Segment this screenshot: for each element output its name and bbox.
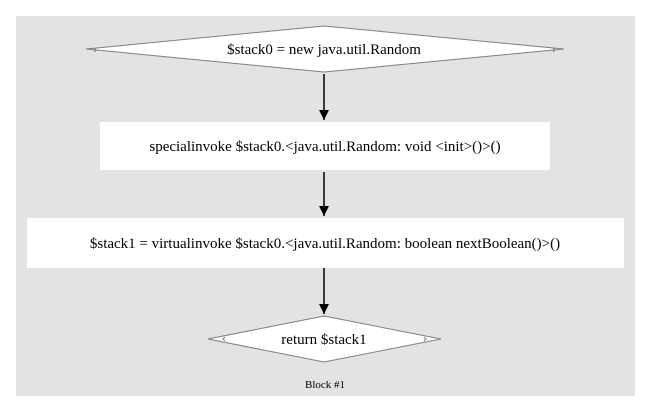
- statement-node: $stack1 = virtualinvoke $stack0.<java.ut…: [27, 218, 624, 268]
- statement-node: specialinvoke $stack0.<java.util.Random:…: [100, 122, 550, 170]
- statement-node-label: $stack1 = virtualinvoke $stack0.<java.ut…: [90, 236, 560, 252]
- statement-node-label: specialinvoke $stack0.<java.util.Random:…: [149, 139, 500, 155]
- start-node-label: $stack0 = new java.util.Random: [227, 42, 421, 58]
- return-node-label: return $stack1: [281, 332, 366, 348]
- return-node: return $stack1: [207, 315, 442, 363]
- start-node: $stack0 = new java.util.Random: [85, 25, 565, 73]
- block-label: Block #1: [305, 379, 345, 391]
